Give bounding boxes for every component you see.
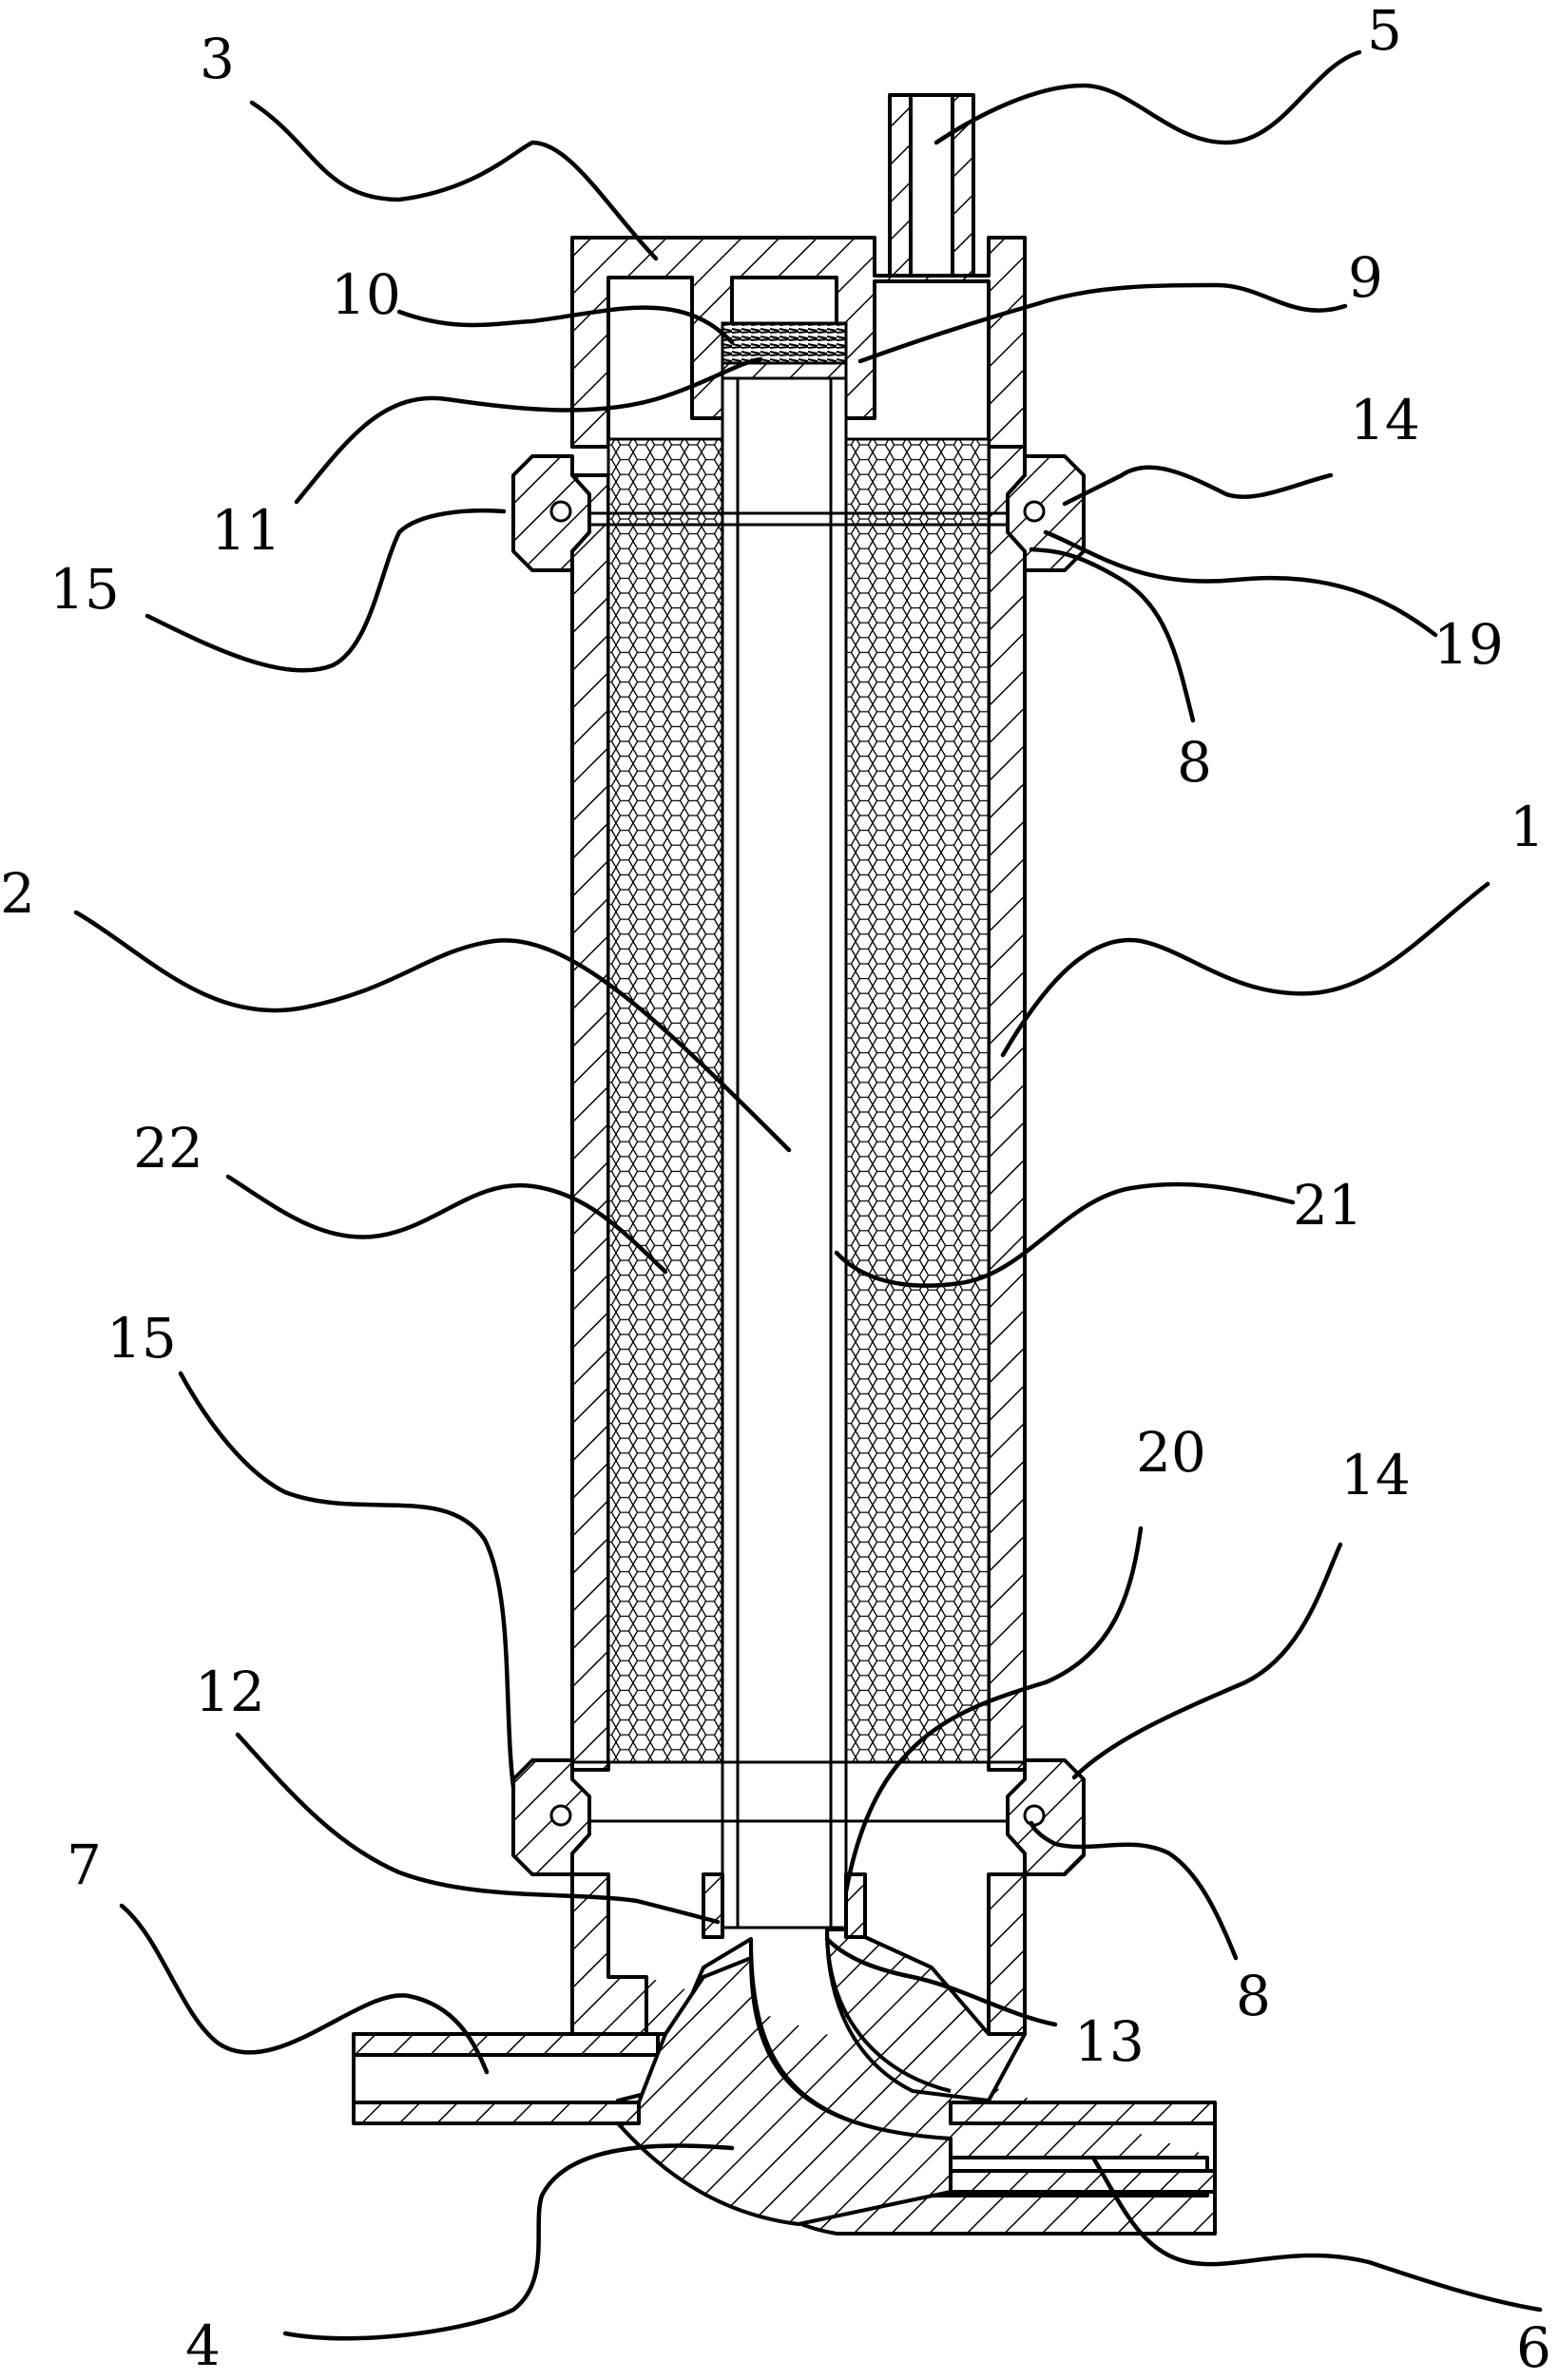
inlet-pipe-top-wall xyxy=(354,2034,658,2055)
lower-seal-ring-right xyxy=(1025,1806,1044,1825)
leader-8-bottom xyxy=(1031,1823,1236,1958)
label-21: 21 xyxy=(1293,1173,1363,1238)
leader-10 xyxy=(399,308,732,342)
leader-15-bottom xyxy=(181,1373,513,1787)
label-14-top: 14 xyxy=(1350,388,1420,452)
label-8-top: 8 xyxy=(1177,730,1212,795)
label-20: 20 xyxy=(1136,1420,1206,1485)
leader-14-top xyxy=(1065,468,1331,504)
label-10: 10 xyxy=(331,262,401,327)
label-15-bottom: 15 xyxy=(106,1306,177,1371)
leader-19 xyxy=(1046,532,1435,635)
label-15-top: 15 xyxy=(49,557,120,622)
lower-seal-ring-left xyxy=(551,1806,570,1825)
outlet-pipe-bottom-wall xyxy=(951,2171,1215,2192)
leader-4 xyxy=(285,2145,732,2338)
upper-seal-ring-left xyxy=(551,502,570,521)
label-8-bottom: 8 xyxy=(1236,1964,1271,2028)
leader-8-top xyxy=(1031,549,1193,720)
label-11: 11 xyxy=(211,498,281,563)
outlet-pipe-top-wall xyxy=(951,2102,1215,2123)
leader-1 xyxy=(1003,884,1488,1055)
label-9: 9 xyxy=(1348,245,1383,310)
upper-seal-ring-right xyxy=(1025,502,1044,521)
leader-5 xyxy=(936,52,1359,143)
outlet-tube-wall-left xyxy=(890,95,911,276)
tube-plug xyxy=(722,323,846,378)
label-5: 5 xyxy=(1367,0,1402,63)
central-tube xyxy=(722,378,846,1928)
inlet-pipe-bottom-wall xyxy=(354,2102,639,2123)
label-19: 19 xyxy=(1434,612,1504,677)
label-2: 2 xyxy=(0,861,35,926)
leader-15-top xyxy=(147,510,504,670)
label-13: 13 xyxy=(1074,2009,1145,2074)
label-14-bottom: 14 xyxy=(1340,1443,1411,1507)
label-6: 6 xyxy=(1516,2315,1551,2380)
label-7: 7 xyxy=(67,1833,102,1897)
label-22: 22 xyxy=(133,1116,203,1180)
label-12: 12 xyxy=(195,1660,265,1724)
leader-3 xyxy=(252,103,656,259)
leader-9 xyxy=(860,285,1345,361)
label-1: 1 xyxy=(1510,795,1545,859)
label-3: 3 xyxy=(200,27,235,91)
leader-14-bottom xyxy=(1074,1545,1340,1777)
label-4: 4 xyxy=(185,2313,221,2378)
